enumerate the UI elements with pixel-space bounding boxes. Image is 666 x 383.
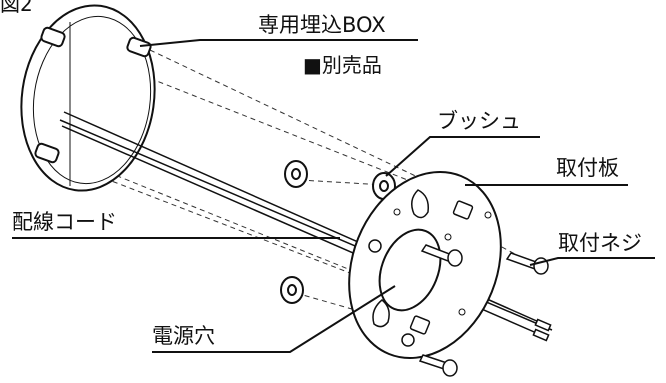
label-mounting-screw: 取付ネジ — [558, 231, 642, 255]
mounting-box — [20, 4, 156, 192]
screws — [418, 244, 549, 377]
label-sold-separately: ■別売品 — [303, 53, 382, 77]
cord-ends — [532, 318, 552, 342]
leader-lines — [12, 39, 655, 353]
label-wiring-cord: 配線コード — [12, 210, 117, 234]
label-power-hole: 電源穴 — [152, 324, 215, 348]
figure-label: 図2 — [0, 0, 33, 16]
label-mounting-plate: 取付板 — [556, 156, 619, 180]
label-bushing: ブッシュ — [437, 109, 521, 133]
mounting-plate — [348, 170, 502, 360]
bushings — [280, 160, 396, 304]
label-mounting-box: 専用埋込BOX — [258, 13, 386, 37]
